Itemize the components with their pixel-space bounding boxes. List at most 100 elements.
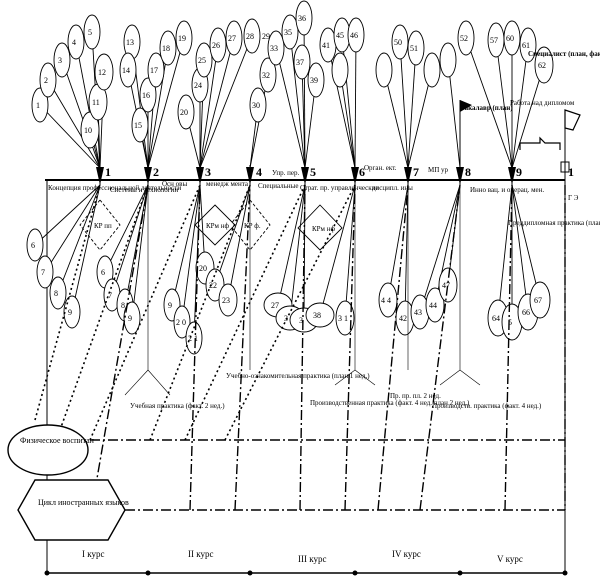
practice-study-text: Учебная практика (факт. 2 нед.) <box>130 402 225 410</box>
ellipse-num: 2 1 <box>188 334 198 343</box>
course-2: II курс <box>188 549 213 559</box>
practice-production-text: Производственная практика (факт. 4 нед. … <box>310 399 470 407</box>
ellipse-num: 8 <box>54 289 58 298</box>
diploma-brace <box>519 136 561 150</box>
label-disciplines: дисципл. ины <box>372 184 413 192</box>
dotted-lines <box>34 184 356 441</box>
cycle-lines <box>90 184 565 511</box>
stage-5: 5 <box>301 165 316 185</box>
ellipse-num: 51 <box>410 44 418 53</box>
stage-7: 7 <box>404 165 419 185</box>
course-3: III курс <box>298 554 326 564</box>
ellipse-num: 67 <box>534 296 542 305</box>
stage-9-number: 9 <box>516 165 522 179</box>
stage-9: 9 <box>508 165 522 185</box>
practice-intro-text: Учебно-ознакомительная практика (план 1 … <box>226 372 370 380</box>
ellipse-num: 64 <box>492 314 500 323</box>
ellipse-num: 10 <box>84 126 92 135</box>
ellipse-num: 39 <box>310 76 318 85</box>
fan-5 <box>267 0 325 169</box>
label-mp: МП ур <box>428 166 449 174</box>
practice-prediploma-text: Преддипломная практика (план, факт. 6 не… <box>508 219 600 227</box>
ellipse-num: 8 <box>121 301 125 310</box>
ellipse-num: 42 <box>399 314 407 323</box>
ellipse-num: 3 1 <box>338 314 348 323</box>
kr-label-1: КР пп <box>94 222 112 230</box>
kr-label-3: КРм нф <box>206 222 229 230</box>
ellipse-num: 29 <box>262 32 270 41</box>
ellipse-num: 30 <box>252 101 260 110</box>
ellipse-num: 60 <box>506 34 514 43</box>
fan-4 <box>249 57 277 169</box>
stage-markers: 1 2 3 4 5 6 7 <box>96 100 581 185</box>
ellipse-num: 28 <box>246 32 254 41</box>
ellipse-num: 4 <box>72 38 76 47</box>
label-upr: Упр. пер. <box>272 169 299 177</box>
ellipse-num: 44 <box>429 301 437 310</box>
stage-10: 1 <box>560 109 581 185</box>
ellipse-num: 57 <box>490 36 498 45</box>
course-5-text: V курс <box>497 554 523 564</box>
ellipse-num: 20 <box>180 108 188 117</box>
stage-4: 4 <box>246 165 262 185</box>
practice-prod2-text: Производств. практика (факт. 4 нед.) <box>432 402 542 410</box>
label-concept-text: Концепция профессиональной деятельности <box>48 184 181 192</box>
ellipse-num: 12 <box>98 68 106 77</box>
fan-3 <box>177 18 261 169</box>
ellipse-num: 33 <box>270 44 278 53</box>
ellipse-num: 18 <box>162 44 170 53</box>
ellipse-num: 27 <box>228 34 236 43</box>
ellipse-num: 24 <box>194 81 202 90</box>
label-innovation: Инно вац. и операц. мен. <box>470 186 544 194</box>
ellipse-num: 5 <box>508 318 512 327</box>
label-specialist: Специалист (план, факт) <box>528 50 600 58</box>
label-organ: Орган. ект. <box>364 164 397 172</box>
ellipse-num: 6 <box>101 268 105 277</box>
course-5: V курс <box>497 554 523 564</box>
ellipse-num: 3 <box>299 316 303 325</box>
fan-6 <box>319 17 365 169</box>
fan-8 <box>439 20 554 169</box>
ellipse-num: 19 <box>178 34 186 43</box>
label-management: менедж мента <box>206 180 249 188</box>
course-4: IV курс <box>392 549 421 559</box>
ellipse-num: 38 <box>313 311 321 320</box>
ellipse-num: 5 <box>88 28 92 37</box>
ellipse-num: 7 <box>108 291 112 300</box>
stage-3: 3 <box>196 165 211 185</box>
stage-6: 6 <box>351 165 365 185</box>
physical-education-label: Физическое воспитан <box>20 436 95 445</box>
label-strat: Страт. пр. управленческие <box>300 184 379 192</box>
ellipse-num: 27 <box>271 301 279 310</box>
ellipse-num: 62 <box>538 61 546 70</box>
languages-cycle-text: Цикл иностранных языков <box>38 498 129 507</box>
label-basics: Осн овы <box>162 180 187 188</box>
course-1: I курс <box>82 549 105 559</box>
stage-4-number: 4 <box>256 165 262 179</box>
ellipse-num: 4 4 <box>381 296 391 305</box>
course-ticks <box>44 570 568 576</box>
ellipse-num: 23 <box>222 296 230 305</box>
practice-prediploma: Преддипломная практика (план, факт. 6 не… <box>508 219 600 227</box>
ellipse-num: 13 <box>126 38 134 47</box>
stage-6-number: 6 <box>359 165 365 179</box>
ellipse-num: 25 <box>198 56 206 65</box>
label-bachelor: Бакалавр (план) <box>460 104 513 112</box>
label-concept: Концепция профессиональной деятельности <box>48 184 181 192</box>
ellipse-num: 7 <box>41 268 45 277</box>
ellipse-num: 43 <box>414 308 422 317</box>
stage-8: 8 <box>456 100 472 185</box>
ellipse-num: 36 <box>298 14 306 23</box>
ellipse-num: 41 <box>322 41 330 50</box>
practice-pr-pr: Пр. пр. пл. 2 нед. <box>390 392 441 400</box>
ellipse-num: 46 <box>350 31 358 40</box>
practice-study: Учебная практика (факт. 2 нед.) <box>130 402 225 410</box>
ellipse-num: 35 <box>284 28 292 37</box>
label-systems: Системы и технологии <box>110 186 178 194</box>
languages-cycle-label: Цикл иностранных языков <box>38 498 129 507</box>
ellipse-num: 61 <box>522 41 530 50</box>
ellipse-num: 50 <box>394 38 402 47</box>
ellipse-num: 22 <box>209 281 217 290</box>
ellipse-num: 2 <box>44 76 48 85</box>
ellipse-num: 3 <box>58 56 62 65</box>
